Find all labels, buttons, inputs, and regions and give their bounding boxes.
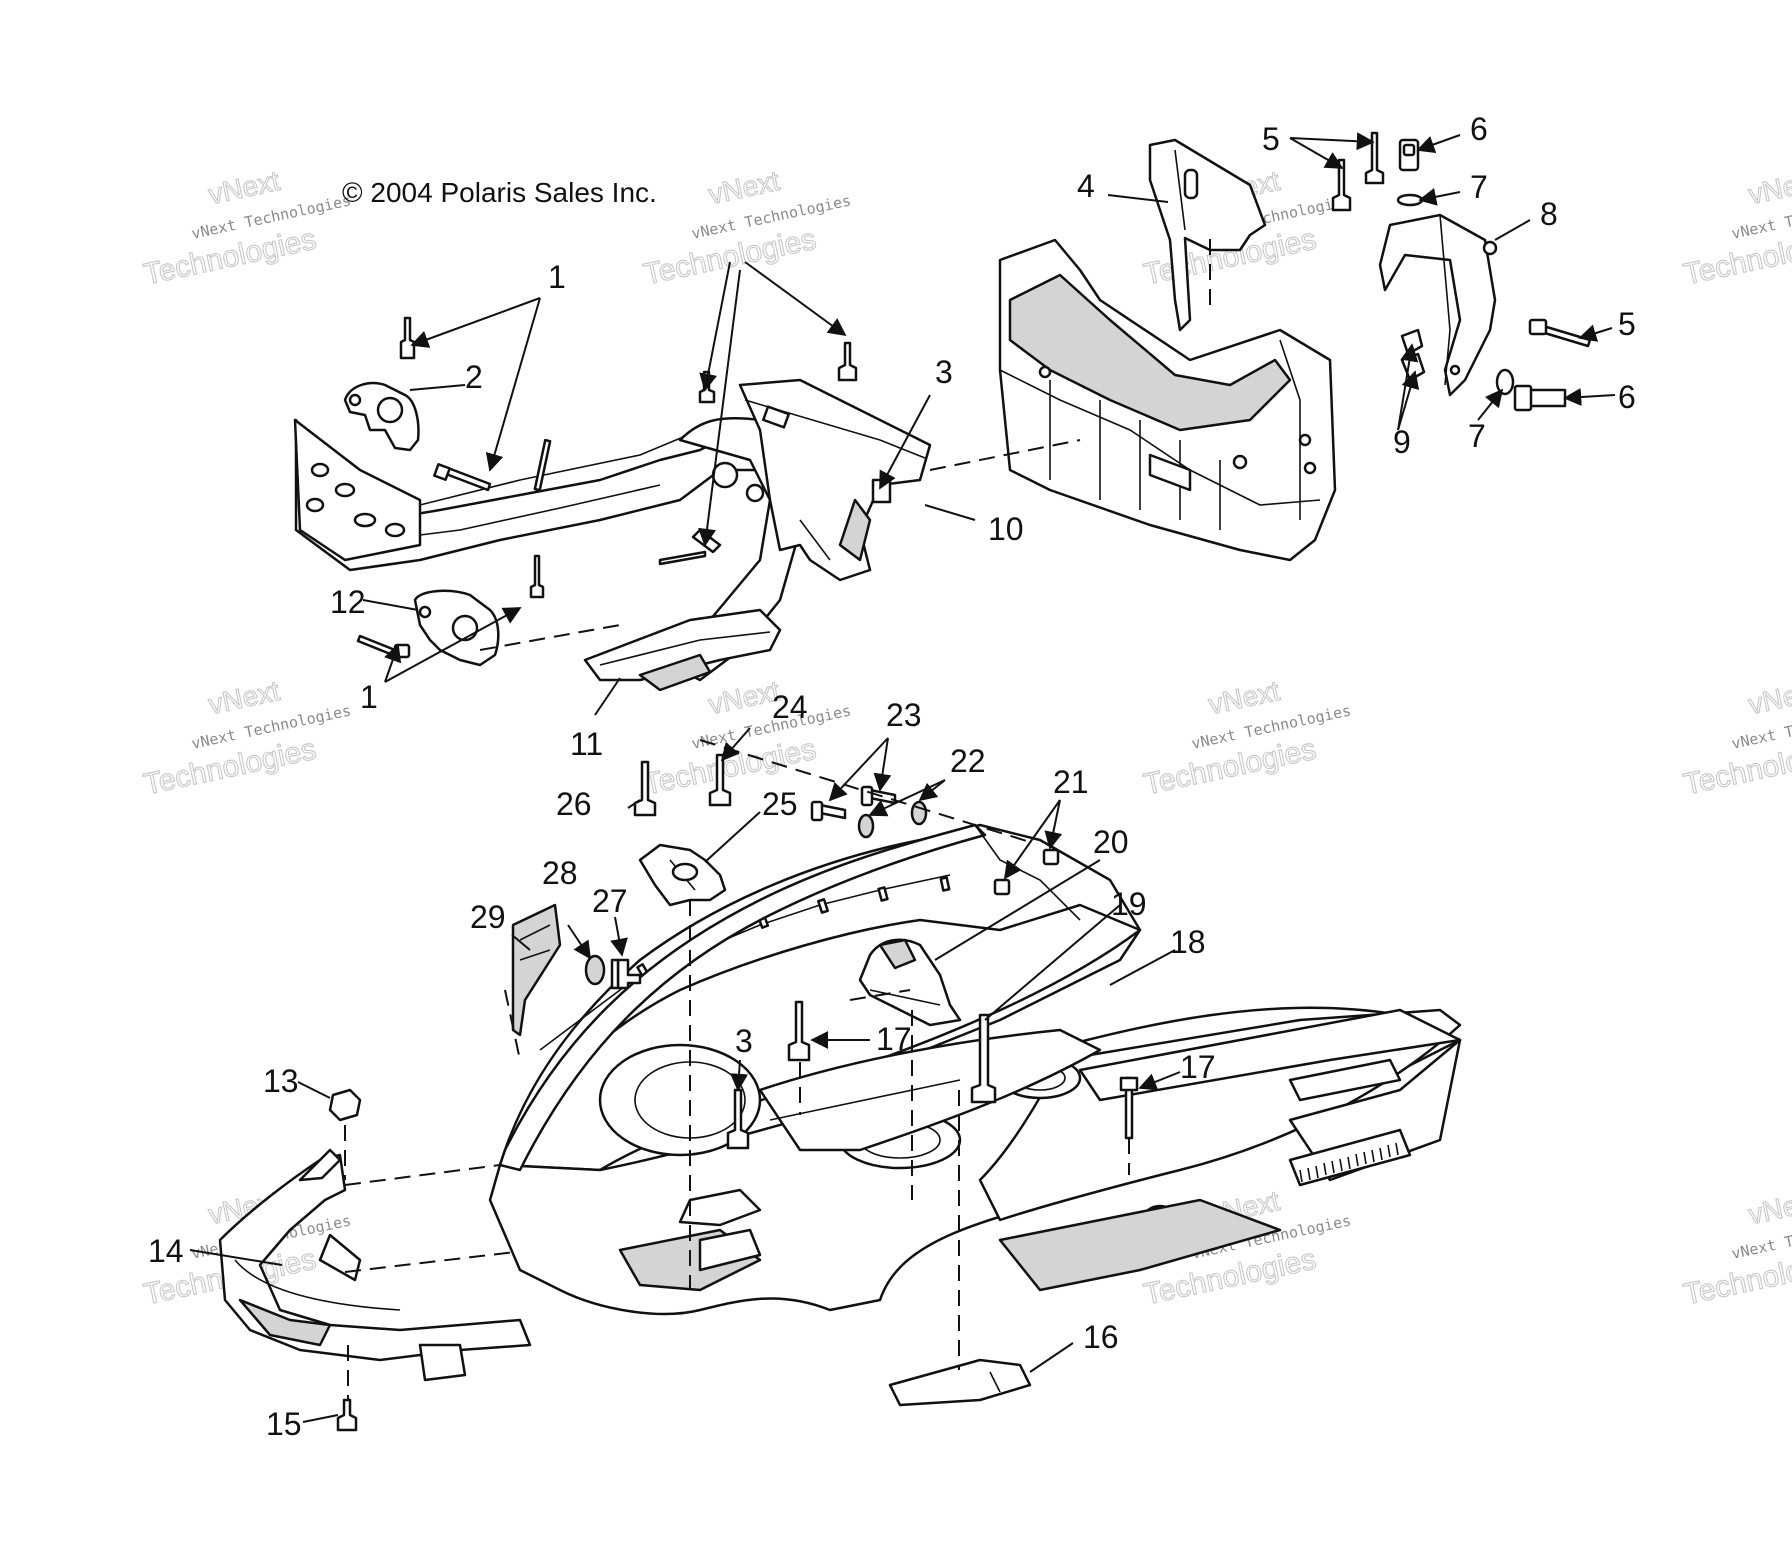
callout-12: 12 — [330, 584, 366, 620]
mount-bracket-upper — [343, 381, 420, 452]
svg-text:vNext: vNext — [1206, 675, 1283, 720]
callout-labels: 1 2 3 4 5 6 7 8 5 6 7 9 10 12 1 11 24 23… — [148, 111, 1636, 1442]
callout-10: 10 — [988, 511, 1024, 547]
rear-frame-box — [998, 238, 1337, 562]
callout-18: 18 — [1170, 924, 1206, 960]
bolt-17-left — [787, 1000, 811, 1062]
vent-slots — [1299, 1142, 1399, 1183]
gusset-plate-29 — [511, 903, 562, 1037]
watermark: vNext vNext Technologies Technologies — [1140, 674, 1352, 802]
mount-bracket-25 — [638, 843, 727, 907]
bolt-19 — [970, 1013, 997, 1104]
watermark: vNext vNext Technologies Technologies — [1680, 674, 1792, 802]
washer-28 — [584, 954, 606, 986]
bolt-3-lower — [726, 1088, 750, 1150]
callout-3: 3 — [935, 354, 953, 390]
callout-26: 26 — [556, 786, 592, 822]
watermark: vNext vNext Technologies Technologies — [140, 164, 352, 292]
mount-bracket-lower — [413, 589, 500, 667]
callout-17: 17 — [1180, 1049, 1216, 1085]
nuts-21 — [993, 848, 1060, 896]
nose-pan-assembly — [488, 823, 1462, 1316]
stud-24 — [708, 753, 732, 807]
copyright-notice: © 2004 Polaris Sales Inc. — [342, 177, 657, 208]
front-bumper — [218, 1148, 532, 1382]
skid-plate-16 — [888, 1358, 1032, 1407]
callout-13: 13 — [263, 1063, 299, 1099]
callout-23: 23 — [886, 697, 922, 733]
support-bracket-20 — [858, 938, 962, 1027]
callout-1: 1 — [548, 259, 566, 295]
callout-15: 15 — [266, 1406, 302, 1442]
watermark: vNext vNext Technologies Technologies — [1680, 1184, 1792, 1312]
callout-24: 24 — [772, 689, 808, 725]
callout-6: 6 — [1470, 111, 1488, 147]
rear-bracket-left — [1148, 138, 1267, 332]
callout-5: 5 — [1262, 121, 1280, 157]
callout-17: 17 — [876, 1021, 912, 1057]
callout-1: 1 — [360, 679, 378, 715]
callout-16: 16 — [1083, 1319, 1119, 1355]
watermark: vNext vNext Technologies Technologies — [140, 674, 352, 802]
watermark: vNext vNext Technologies Technologies — [1680, 164, 1792, 292]
svg-text:vNext: vNext — [706, 675, 783, 720]
callout-28: 28 — [542, 855, 578, 891]
callout-2: 2 — [465, 359, 483, 395]
svg-text:vNext: vNext — [1746, 1185, 1792, 1230]
svg-text:vNext: vNext — [206, 165, 283, 210]
steering-post-block — [738, 378, 932, 582]
callout-5: 5 — [1618, 306, 1636, 342]
callout-25: 25 — [762, 786, 798, 822]
callout-27: 27 — [592, 883, 628, 919]
callout-7: 7 — [1470, 169, 1488, 205]
callout-11: 11 — [570, 726, 603, 762]
callout-8: 8 — [1540, 196, 1558, 232]
bolt-27 — [610, 958, 642, 990]
callout-21: 21 — [1053, 764, 1089, 800]
svg-text:vNext: vNext — [1746, 675, 1792, 720]
leader-lines — [189, 132, 1616, 1423]
watermark: vNext vNext Technologies Technologies — [640, 164, 852, 292]
svg-text:vNext: vNext — [206, 675, 283, 720]
front-frame-assembly — [293, 378, 932, 692]
callout-6: 6 — [1618, 379, 1636, 415]
callout-14: 14 — [148, 1233, 184, 1269]
callout-4: 4 — [1077, 168, 1095, 204]
vent-grille — [1288, 1128, 1412, 1187]
svg-text:vNext: vNext — [1746, 165, 1792, 210]
bolts-23 — [810, 785, 897, 822]
callout-9: 9 — [1393, 424, 1411, 460]
rear-bracket-right — [1378, 213, 1498, 397]
svg-text:vNext: vNext — [706, 165, 783, 210]
bolt-15 — [336, 1398, 358, 1432]
callout-20: 20 — [1093, 824, 1129, 860]
callout-22: 22 — [950, 743, 986, 779]
callout-29: 29 — [470, 899, 506, 935]
assembly-lines — [344, 230, 1211, 1400]
callout-7: 7 — [1468, 418, 1486, 454]
callout-19: 19 — [1111, 886, 1147, 922]
callout-3: 3 — [735, 1023, 753, 1059]
nut-13 — [328, 1088, 362, 1122]
